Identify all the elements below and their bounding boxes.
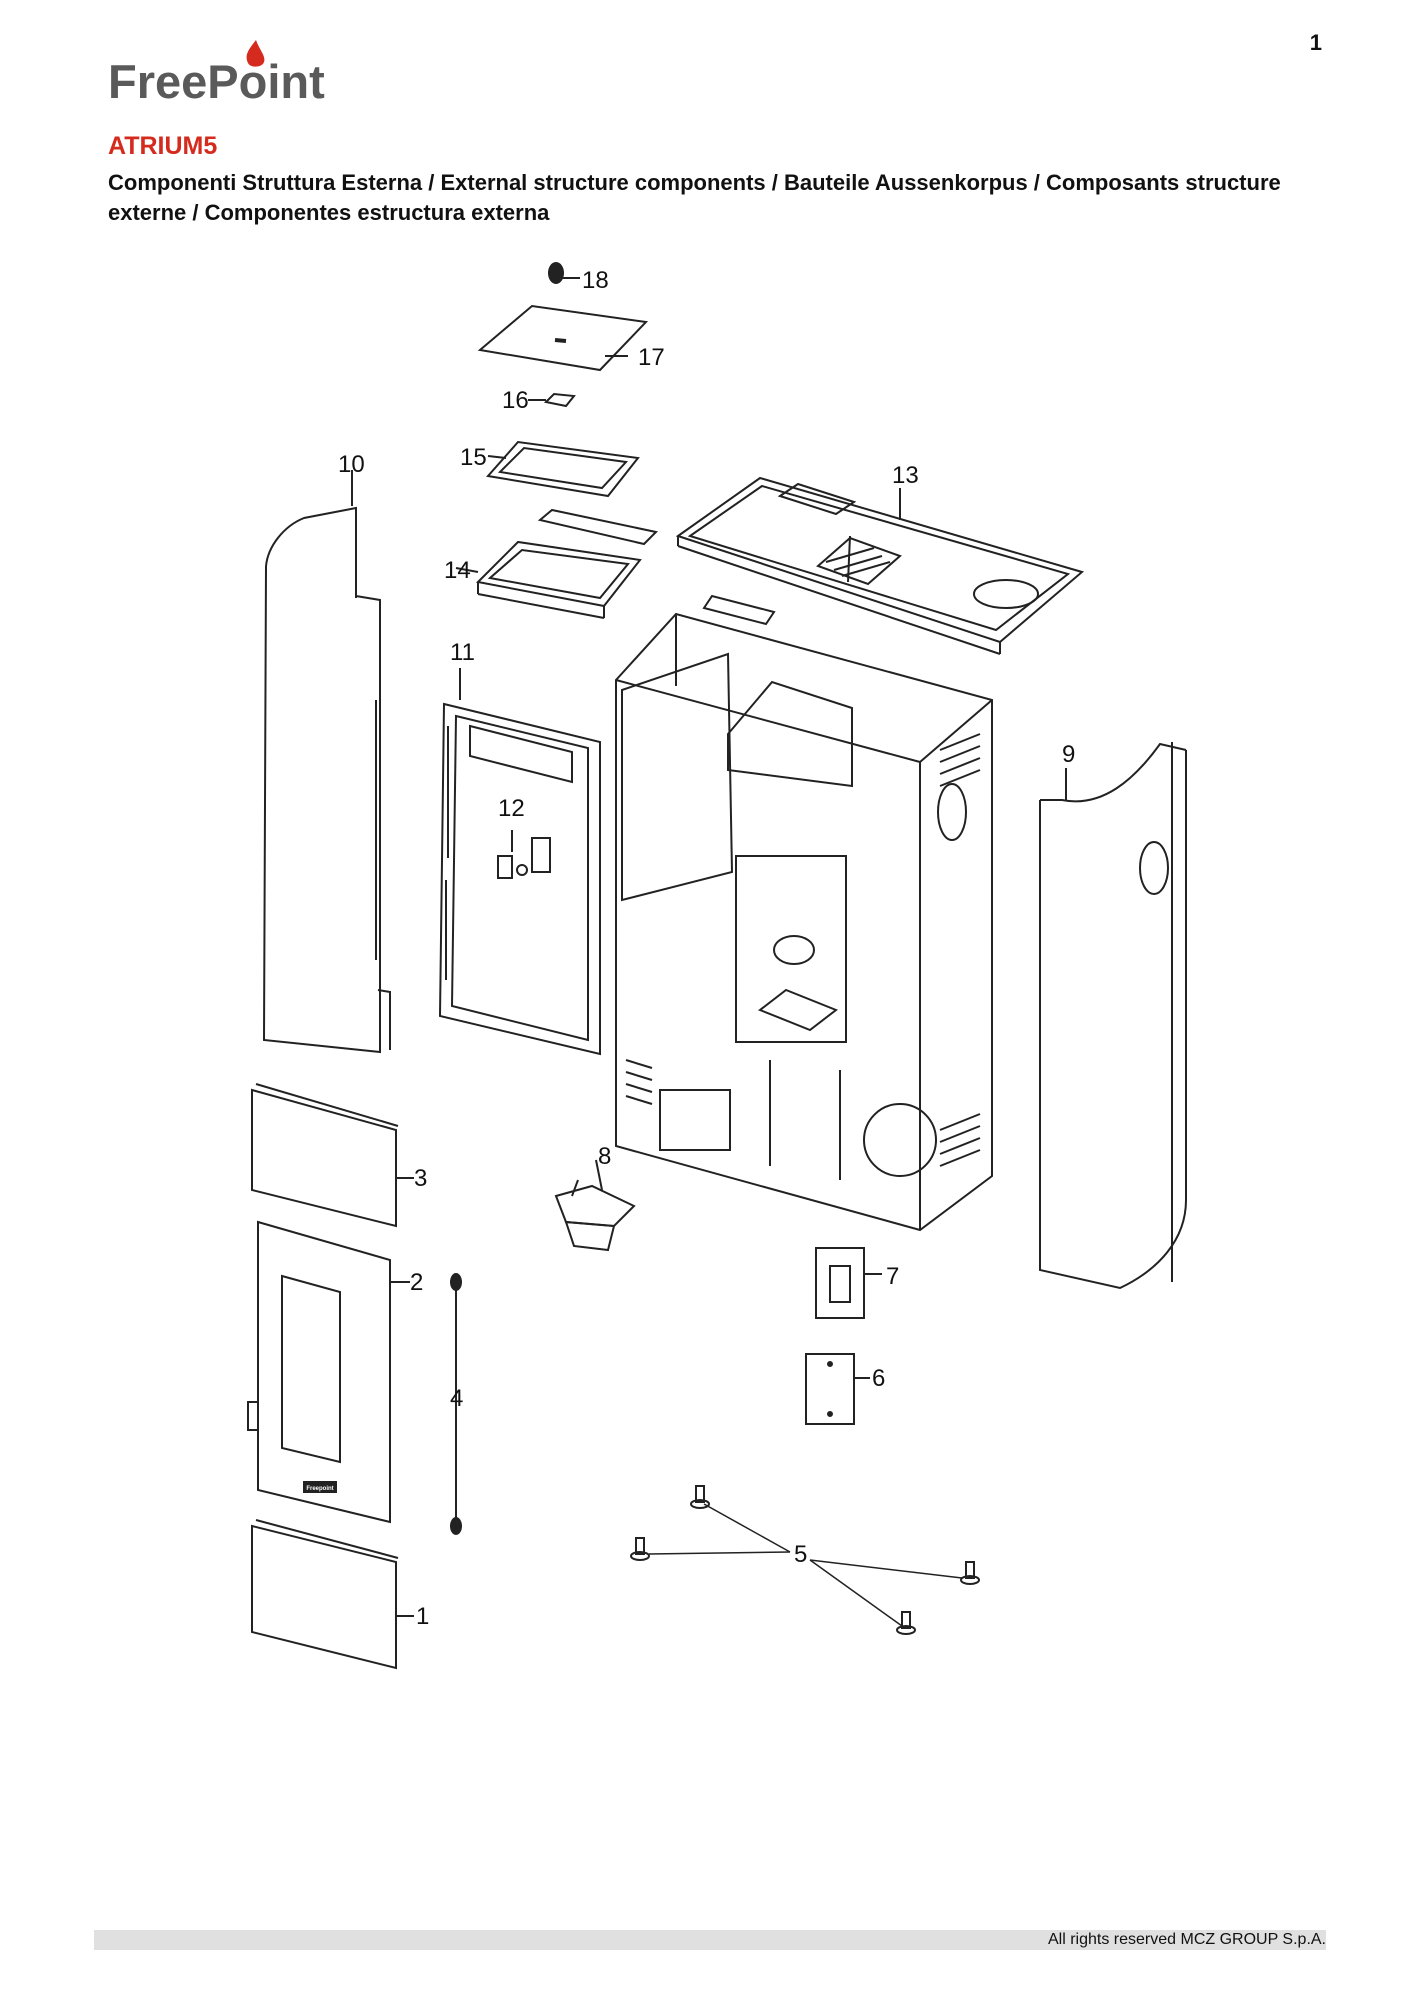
callout-11: 11 <box>450 639 475 666</box>
part-10-left-panel <box>262 470 391 1054</box>
callout-12: 12 <box>498 795 525 822</box>
footer-copyright: All rights reserved MCZ GROUP S.p.A. <box>1048 1931 1326 1948</box>
callout-14: 14 <box>444 557 471 584</box>
callout-5: 5 <box>794 1541 807 1568</box>
door-badge: Freepoint <box>306 1486 333 1492</box>
model-title: ATRIUM5 <box>108 132 218 160</box>
part-8-burn-pot <box>554 1159 636 1252</box>
part-5-feet <box>630 1485 980 1635</box>
part-6-cover-plate <box>805 1353 870 1425</box>
part-14-hopper-frame <box>455 508 659 619</box>
callout-7: 7 <box>886 1263 899 1290</box>
part-16-bracket <box>528 392 576 408</box>
part-11-back-frame <box>438 668 601 1056</box>
callout-13: 13 <box>892 462 919 489</box>
part-13-top-cover <box>675 476 1085 655</box>
part-1-lower-front-panel <box>251 1519 414 1670</box>
part-2-front-door <box>247 1220 410 1524</box>
callout-10: 10 <box>338 451 365 478</box>
brand-wordmark: FreePoint <box>108 55 325 108</box>
callout-6: 6 <box>872 1365 885 1392</box>
callout-16: 16 <box>502 387 529 414</box>
callout-8: 8 <box>598 1143 611 1170</box>
part-18-knob <box>548 262 580 284</box>
part-9-right-panel <box>1039 742 1187 1290</box>
callout-9: 9 <box>1062 741 1075 768</box>
page-number: 1 <box>1309 30 1322 55</box>
part-12-hinge <box>497 830 551 879</box>
stove-body <box>615 594 993 1232</box>
callout-18: 18 <box>582 267 609 294</box>
part-4-door-rod <box>450 1273 462 1535</box>
callout-4: 4 <box>450 1385 463 1412</box>
part-17-top-lid <box>477 304 649 372</box>
callout-2: 2 <box>410 1269 423 1296</box>
section-subtitle: Componenti Struttura Esterna / External … <box>108 170 1281 225</box>
part-7-frame-plate <box>815 1247 882 1319</box>
callout-1: 1 <box>416 1603 429 1630</box>
callout-3: 3 <box>414 1165 427 1192</box>
footer-bar <box>94 1930 1326 1950</box>
callout-17: 17 <box>638 344 665 371</box>
callout-labels: 18 17 16 15 14 13 10 11 12 9 8 7 6 5 4 3… <box>306 267 1075 1630</box>
brand-logo: FreePoint <box>108 40 325 108</box>
flame-icon <box>246 40 265 67</box>
part-3-upper-front-panel <box>251 1083 414 1228</box>
part-15-gasket <box>486 440 640 498</box>
exploded-parts-diagram: 18 17 16 15 14 13 10 11 12 9 8 7 6 5 4 3… <box>247 262 1187 1670</box>
callout-15: 15 <box>460 444 487 471</box>
